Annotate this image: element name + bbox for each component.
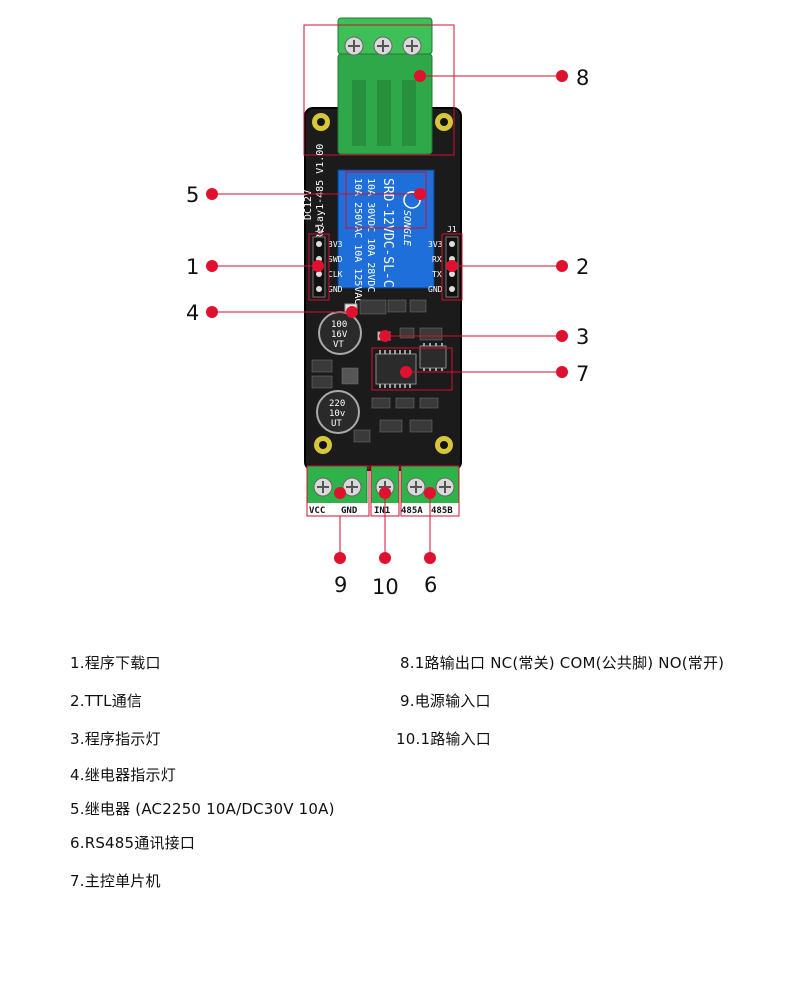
terminal-label: GND xyxy=(341,506,358,516)
highlight-box-9 xyxy=(306,465,370,517)
j2-pin-label: CLK xyxy=(328,270,343,279)
relay-model: SRD-12VDC-SL-C xyxy=(380,178,395,288)
mcu-chip xyxy=(375,343,447,388)
legend-item-3: 3.程序指示灯 xyxy=(70,730,161,748)
callout-9: 9 xyxy=(334,573,347,597)
legend-item-2: 2.TTL通信 xyxy=(70,692,143,710)
j1-pin-label: TX xyxy=(432,270,442,279)
callout-10: 10 xyxy=(372,575,399,599)
mounting-holes xyxy=(312,113,453,454)
callout-3: 3 xyxy=(576,325,589,349)
terminal-label: 485A xyxy=(401,506,423,516)
highlight-box-8 xyxy=(303,24,455,156)
legend-item-7: 7.主控单片机 xyxy=(70,872,161,890)
j2-label: J2 xyxy=(315,225,325,234)
terminal-label: VCC xyxy=(309,506,325,516)
terminal-label: 485B xyxy=(431,506,453,516)
output-terminal-block xyxy=(337,17,433,155)
highlight-box-5 xyxy=(345,171,427,229)
callout-8: 8 xyxy=(576,66,589,90)
legend-item-10: 10.1路输入口 xyxy=(396,730,491,748)
legend-item-6: 6.RS485通讯接口 xyxy=(70,834,196,852)
legend-item-8: 8.1路输出口 NC(常关) COM(公共脚) NO(常开) xyxy=(400,654,725,672)
cap-label: 100 xyxy=(331,320,347,330)
j2-pin-label: GND xyxy=(328,285,343,294)
callout-lines xyxy=(212,75,562,558)
capacitor-100uf: 100 16V VT xyxy=(318,311,362,355)
callout-7: 7 xyxy=(576,362,589,386)
callout-1: 1 xyxy=(186,255,199,279)
relay-module-diagram: 10A 250VAC 10A 125VAC 10A 30VDC 10A 28VD… xyxy=(186,17,589,599)
highlight-box-1 xyxy=(308,233,330,301)
cap-label: 16V xyxy=(331,330,348,340)
callout-dots xyxy=(206,70,568,564)
cap-label: VT xyxy=(333,340,344,350)
board-name: Relay1-485 V1.00 xyxy=(315,144,326,240)
callout-6: 6 xyxy=(424,573,437,597)
terminal-label: IN1 xyxy=(374,506,390,516)
smd-components xyxy=(311,299,443,443)
highlight-box-2 xyxy=(441,233,463,301)
j2-pin-label: 3V3 xyxy=(328,240,343,249)
relay-rating-1: 10A 250VAC 10A 125VAC xyxy=(352,178,363,304)
legend-item-5: 5.继电器 (AC2250 10A/DC30V 10A) xyxy=(70,800,335,818)
capacitor-220uf: 220 10v UT xyxy=(316,390,360,434)
callout-4: 4 xyxy=(186,301,199,325)
callout-5: 5 xyxy=(186,183,199,207)
cap-label: 10v xyxy=(329,409,345,419)
cap-label: UT xyxy=(331,419,342,429)
j1-pin-label: RX xyxy=(432,255,442,264)
j1-pin-label: 3V3 xyxy=(428,240,443,249)
relay-rating-2: 10A 30VDC 10A 28VDC xyxy=(365,178,376,292)
legend-item-9: 9.电源输入口 xyxy=(400,692,491,710)
highlight-box-7 xyxy=(371,347,453,391)
legend-item-1: 1.程序下载口 xyxy=(70,654,161,672)
legend-item-4: 4.继电器指示灯 xyxy=(70,766,176,784)
board-voltage: DC12V xyxy=(303,190,314,220)
j2-pin-label: SWD xyxy=(328,255,343,264)
cap-label: 220 xyxy=(329,399,345,409)
callout-2: 2 xyxy=(576,255,589,279)
j1-label: J1 xyxy=(447,225,457,234)
j1-pin-label: GND xyxy=(428,285,443,294)
